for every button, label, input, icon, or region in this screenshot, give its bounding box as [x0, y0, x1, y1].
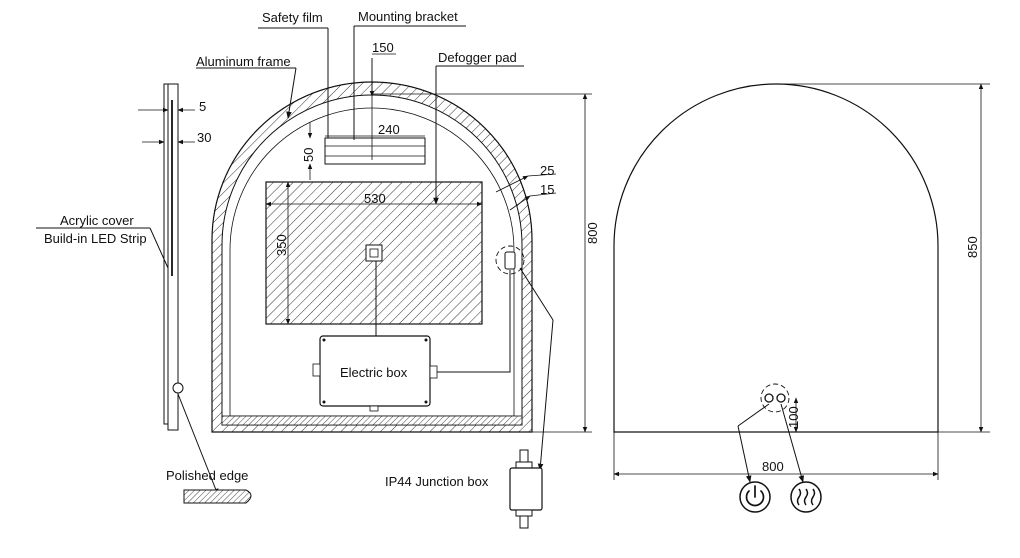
polished-edge-section [183, 489, 252, 504]
dim-800-height: 800 [585, 222, 600, 244]
ip44-junction-box [509, 449, 543, 529]
dim-50: 50 [301, 148, 316, 162]
side-button-circle [172, 382, 184, 394]
connector-detail-circle [495, 245, 525, 275]
dim-30: 30 [197, 130, 211, 145]
dim-150: 150 [372, 40, 394, 55]
junction-box-label: IP44 Junction box [385, 474, 489, 489]
side-profile: 5 30 Acrylic cover Build-in LED Strip Po… [36, 83, 252, 504]
dim-350: 350 [274, 234, 289, 256]
dim-530: 530 [364, 191, 386, 206]
mounting-bracket [324, 137, 426, 165]
touch-button-right [776, 393, 786, 403]
defogger-heat-icon [790, 481, 822, 513]
touch-button-left [764, 393, 774, 403]
safety-film-label: Safety film [262, 10, 323, 25]
back-view: Electric box IP44 Junction box 150 240 5… [196, 9, 600, 529]
front-view: 850 800 100 [613, 83, 990, 513]
mounting-bracket-label: Mounting bracket [358, 9, 458, 24]
aluminum-frame-label: Aluminum frame [196, 54, 291, 69]
dim-5: 5 [199, 99, 206, 114]
power-icon [739, 481, 771, 513]
led-strip-label: Build-in LED Strip [44, 231, 147, 246]
dim-850: 850 [965, 236, 980, 258]
dim-800-width: 800 [762, 459, 784, 474]
electric-box-label: Electric box [340, 365, 408, 380]
dim-15: 15 [540, 182, 554, 197]
dim-240: 240 [378, 122, 400, 137]
acrylic-cover-label: Acrylic cover [60, 213, 134, 228]
mirror-outline [613, 83, 939, 433]
dim-25: 25 [540, 163, 554, 178]
polished-edge-label: Polished edge [166, 468, 248, 483]
defogger-pad-label: Defogger pad [438, 50, 517, 65]
button-detail-circle [760, 383, 790, 413]
dim-100: 100 [786, 406, 801, 428]
